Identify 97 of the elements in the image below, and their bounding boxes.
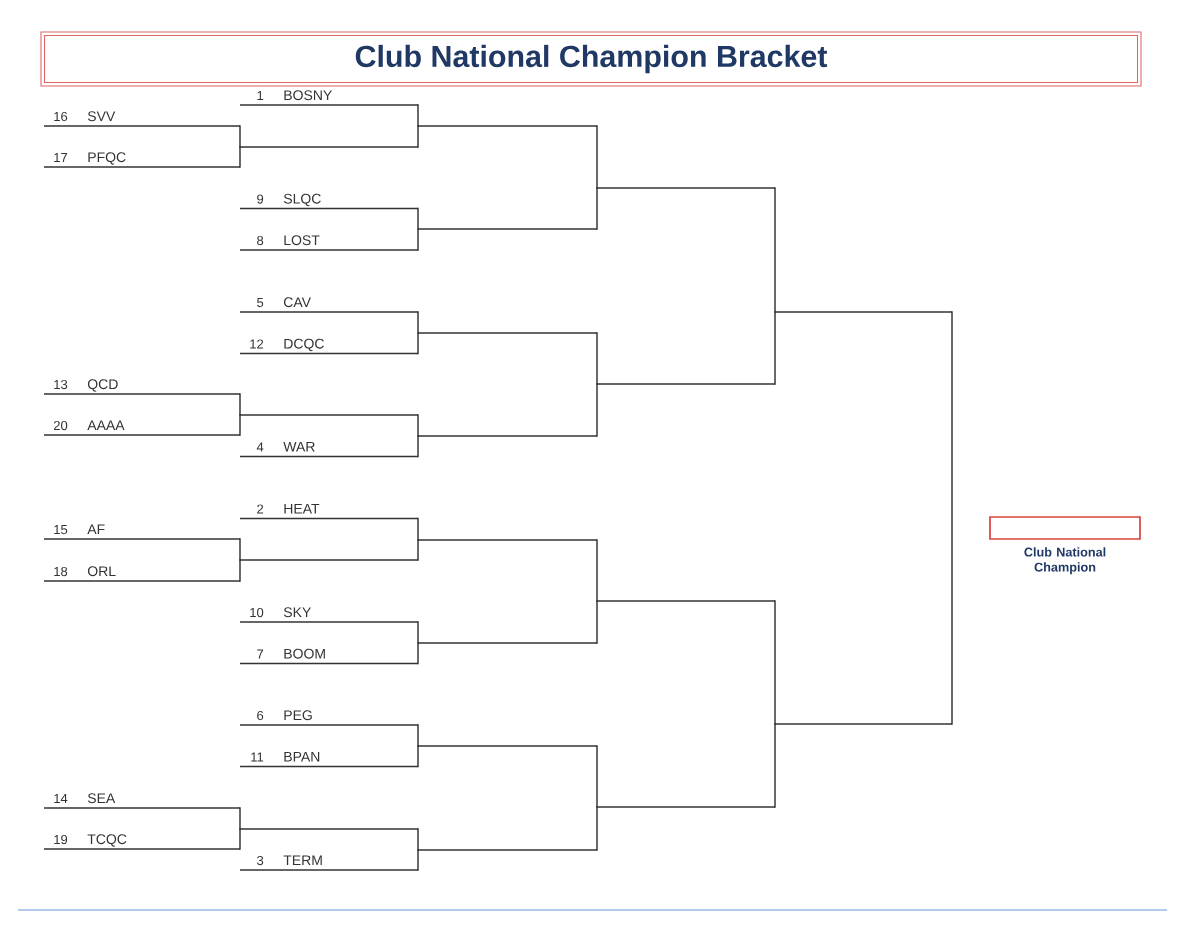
bracket-line xyxy=(417,435,419,458)
bracket-line xyxy=(417,414,419,437)
seed-number: 5 xyxy=(257,298,264,308)
bracket-line xyxy=(596,187,598,230)
slot-line xyxy=(596,187,776,189)
team-name: DCQC xyxy=(284,338,324,352)
bracket-line xyxy=(951,311,953,725)
bracket-line xyxy=(239,125,241,148)
team-name: SEA xyxy=(87,793,116,804)
bracket-line xyxy=(417,207,419,230)
seed-number: 12 xyxy=(250,339,264,349)
slot-line xyxy=(417,435,598,437)
slot-line xyxy=(239,828,419,830)
seed-number: 4 xyxy=(256,442,264,452)
slot-line xyxy=(239,414,419,416)
bracket-line xyxy=(239,538,241,561)
team-name: TERM xyxy=(283,855,322,865)
seed-number: 6 xyxy=(257,710,264,721)
bracket-line xyxy=(774,600,776,725)
team-name: QCD xyxy=(87,379,118,392)
bracket-line xyxy=(417,332,419,355)
team-name: PFQC xyxy=(88,152,126,165)
slot-line xyxy=(774,723,953,725)
slot-line xyxy=(239,559,419,561)
slot-line xyxy=(596,600,776,602)
bracket-line xyxy=(596,600,598,644)
team-name: SKY xyxy=(283,607,311,618)
seed-number: 9 xyxy=(257,194,264,204)
bracket-line xyxy=(417,104,419,127)
bracket-line xyxy=(239,146,241,168)
seed-number: 11 xyxy=(251,752,264,762)
seed-number: 18 xyxy=(54,566,68,577)
team-name: ORL xyxy=(87,566,116,577)
bracket-line xyxy=(596,383,598,437)
team-name: TCQC xyxy=(87,834,127,847)
seed-number: 16 xyxy=(54,111,68,122)
slot-line xyxy=(774,311,953,313)
seed-number: 13 xyxy=(54,379,68,390)
bracket-line xyxy=(596,806,598,851)
bracket-line xyxy=(239,559,241,582)
bracket-line xyxy=(417,311,419,334)
bracket-line xyxy=(417,724,419,747)
seed-number: 20 xyxy=(53,420,68,431)
bracket-line xyxy=(417,828,419,851)
bracket-line xyxy=(596,125,598,189)
team-name: CAV xyxy=(284,297,311,308)
slot-line xyxy=(417,228,598,230)
bracket-line xyxy=(239,414,241,436)
slot-line xyxy=(417,745,598,747)
seed-number: 8 xyxy=(257,235,264,246)
team-name: BPAN xyxy=(284,751,320,762)
bracket-line xyxy=(417,849,419,871)
team-name: HEAT xyxy=(284,503,320,514)
title-banner: Club National Champion Bracket xyxy=(40,31,1142,87)
bracket-line xyxy=(774,187,776,313)
bracket-line xyxy=(596,539,598,602)
bracket-line xyxy=(239,393,241,416)
seed-number: 14 xyxy=(54,794,68,803)
bracket-line xyxy=(417,642,419,665)
bracket-line xyxy=(596,745,598,808)
slot-line xyxy=(417,539,598,541)
bracket-line xyxy=(596,332,598,385)
seed-number: 15 xyxy=(54,525,68,535)
team-name: PEG xyxy=(284,710,312,721)
slot-line xyxy=(596,383,776,385)
bracket-line xyxy=(417,517,419,541)
slot-line xyxy=(417,332,598,334)
slot-line xyxy=(417,642,598,644)
team-name: AF xyxy=(87,524,105,534)
team-name: WAR xyxy=(283,441,315,452)
team-name: SVV xyxy=(87,111,116,122)
box-label: Club National Champion xyxy=(1024,547,1106,575)
bracket-line xyxy=(239,828,241,850)
team-name: SLQC xyxy=(283,193,321,207)
slot-line xyxy=(596,806,776,808)
bracket-line xyxy=(239,807,241,830)
bracket-line xyxy=(417,539,419,561)
seed-number: 7 xyxy=(257,649,264,659)
team-name: LOST xyxy=(284,235,320,246)
seed-number: 2 xyxy=(257,504,264,514)
bracket-line xyxy=(417,621,419,644)
seed-number: 10 xyxy=(250,607,264,618)
seed-number: 17 xyxy=(54,153,68,162)
team-name: BOOM xyxy=(284,648,325,659)
bracket-line xyxy=(417,745,419,768)
bracket-line xyxy=(774,723,776,808)
team-name: BOSNY xyxy=(284,90,332,101)
bracket-line xyxy=(417,228,419,251)
seed-number: 1 xyxy=(257,91,264,100)
team-name: AAAA xyxy=(87,420,125,430)
bracket-line xyxy=(417,125,419,148)
slot-line xyxy=(417,849,598,851)
seed-number: 3 xyxy=(257,855,264,866)
slot-line xyxy=(417,125,598,127)
seed-number: 19 xyxy=(54,834,68,845)
bracket-line xyxy=(774,311,776,385)
slot-line xyxy=(239,146,419,148)
